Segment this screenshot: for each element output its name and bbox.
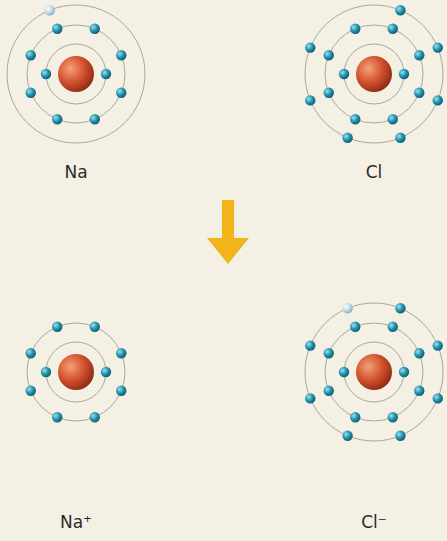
- electron-shell: [325, 323, 423, 421]
- electron: [116, 88, 126, 98]
- electron: [90, 24, 100, 34]
- atom: [7, 5, 145, 143]
- atom-models: [7, 5, 443, 441]
- electron-shell: [344, 342, 404, 402]
- atom-label: Na: [64, 162, 87, 182]
- electron: [395, 133, 405, 143]
- electron: [433, 393, 443, 403]
- electron: [395, 431, 405, 441]
- electron: [324, 88, 334, 98]
- electron: [324, 386, 334, 396]
- nucleus: [356, 354, 392, 390]
- electron: [388, 322, 398, 332]
- electron-shell: [27, 25, 125, 123]
- electron: [26, 386, 36, 396]
- electron: [342, 133, 352, 143]
- electron: [339, 69, 349, 79]
- electron: [399, 69, 409, 79]
- electron: [305, 393, 315, 403]
- electron: [339, 367, 349, 377]
- electron: [399, 367, 409, 377]
- electron: [433, 340, 443, 350]
- electron-shell: [7, 5, 145, 143]
- electron-shell: [46, 44, 106, 104]
- electron: [388, 412, 398, 422]
- atom-label: Cl⁻: [361, 512, 387, 532]
- electron: [433, 42, 443, 52]
- electron: [414, 88, 424, 98]
- electron: [41, 69, 51, 79]
- electron: [52, 412, 62, 422]
- electron: [52, 322, 62, 332]
- electron: [101, 367, 111, 377]
- electron: [324, 50, 334, 60]
- reaction-arrow: [207, 200, 249, 264]
- electron: [350, 412, 360, 422]
- atom-label: Cl: [366, 162, 383, 182]
- electron: [90, 114, 100, 124]
- electron: [116, 386, 126, 396]
- electron: [324, 348, 334, 358]
- transferred-electron: [44, 5, 54, 15]
- electron: [414, 50, 424, 60]
- nucleus: [58, 56, 94, 92]
- electron: [350, 114, 360, 124]
- nucleus: [356, 56, 392, 92]
- atom: [26, 322, 127, 423]
- electron-shell: [305, 5, 443, 143]
- electron: [305, 42, 315, 52]
- electron: [52, 114, 62, 124]
- electron-shell: [325, 25, 423, 123]
- electron: [90, 322, 100, 332]
- electron: [350, 24, 360, 34]
- electron-shell: [27, 323, 125, 421]
- atom: [305, 5, 443, 143]
- nucleus: [58, 354, 94, 390]
- electron: [388, 24, 398, 34]
- arrow-shaft: [222, 200, 234, 240]
- arrow-head: [207, 238, 249, 264]
- electron: [305, 340, 315, 350]
- electron: [26, 88, 36, 98]
- electron: [433, 95, 443, 105]
- electron: [305, 95, 315, 105]
- electron: [90, 412, 100, 422]
- electron-shell: [46, 342, 106, 402]
- electron: [414, 348, 424, 358]
- atom-label: Na⁺: [60, 512, 92, 532]
- electron: [395, 303, 405, 313]
- electron: [41, 367, 51, 377]
- electron: [26, 50, 36, 60]
- electron: [116, 348, 126, 358]
- electron: [342, 431, 352, 441]
- electron: [116, 50, 126, 60]
- atom: [305, 303, 443, 441]
- electron: [414, 386, 424, 396]
- electron: [52, 24, 62, 34]
- electron-shell: [344, 44, 404, 104]
- electron: [350, 322, 360, 332]
- electron-shell: [305, 303, 443, 441]
- electron: [26, 348, 36, 358]
- transferred-electron: [342, 303, 352, 313]
- electron: [101, 69, 111, 79]
- electron: [395, 5, 405, 15]
- electron: [388, 114, 398, 124]
